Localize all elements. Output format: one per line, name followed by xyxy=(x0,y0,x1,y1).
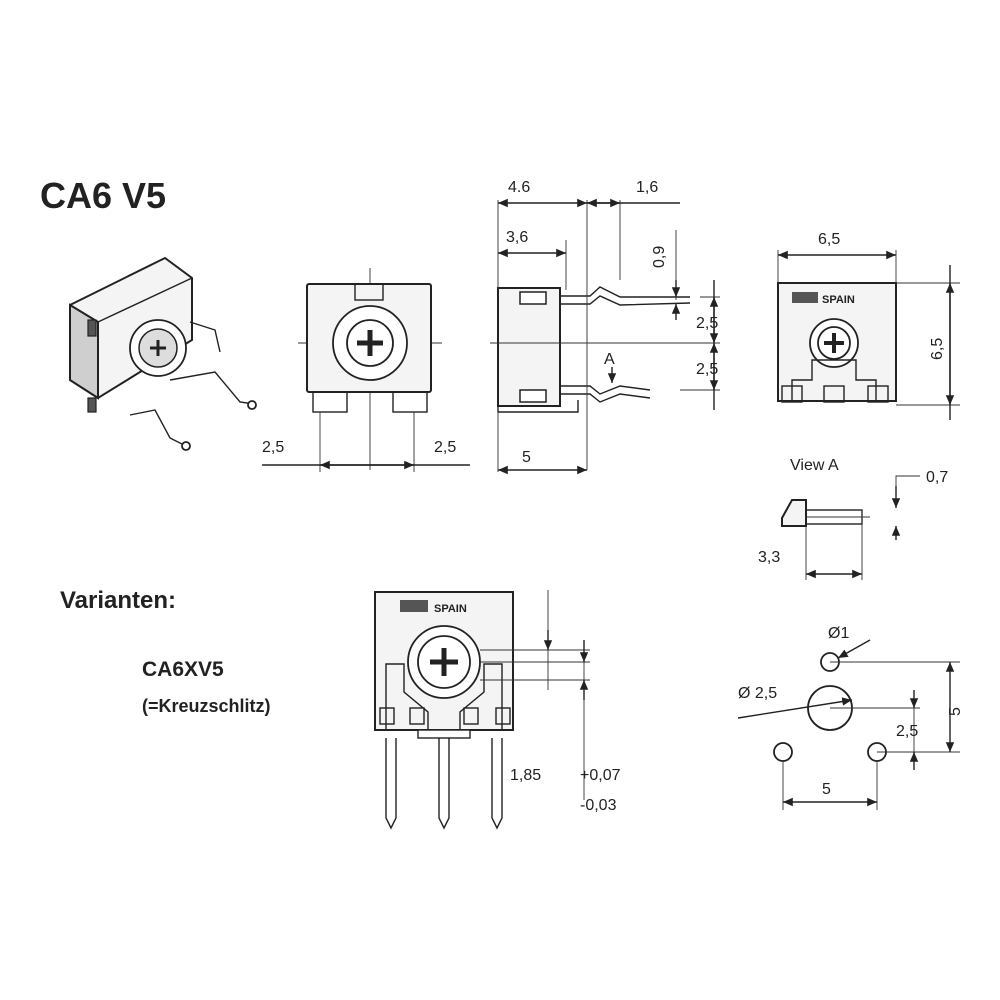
dim-1-85: 1,85 xyxy=(510,767,541,784)
dim-footprint-5-horizontal: 5 xyxy=(822,781,831,798)
dim-footprint-2-5: 2,5 xyxy=(896,723,918,740)
variant-logo-text: SPAIN xyxy=(434,603,467,615)
side-view: 4.6 1,6 3,6 0,9 2,5 2,5 A 5 xyxy=(490,179,720,475)
dim-5-side: 5 xyxy=(522,449,531,466)
view-a-label: View A xyxy=(790,457,839,474)
dim-dia-2-5: Ø 2,5 xyxy=(738,685,777,702)
dim-front-right: 2,5 xyxy=(434,439,456,456)
dim-4-6: 4.6 xyxy=(508,179,530,196)
terminal-slot-left xyxy=(87,319,97,337)
title: CA6 V5 xyxy=(40,175,166,216)
dim-0-7: 0,7 xyxy=(926,469,948,486)
dim-footprint-5-vertical: 5 xyxy=(947,707,964,716)
dim-1-6: 1,6 xyxy=(636,179,658,196)
variant-model: CA6XV5 xyxy=(142,658,224,681)
dim-front-left: 2,5 xyxy=(262,439,284,456)
pin-hole-left xyxy=(773,742,793,762)
dim-2-5-b: 2,5 xyxy=(696,361,718,378)
front-view: 2,5 2,5 xyxy=(262,268,470,472)
cross-slot-icon xyxy=(150,340,166,356)
dim-2-5-a: 2,5 xyxy=(696,315,718,332)
isometric-view xyxy=(69,256,257,451)
view-a-detail: View A 0,7 3,3 xyxy=(758,457,948,580)
dim-3-3: 3,3 xyxy=(758,549,780,566)
rear-logo-text: SPAIN xyxy=(822,294,855,306)
dim-0-9: 0,9 xyxy=(651,246,668,268)
tol-minus: -0,03 xyxy=(580,797,617,814)
terminal-slot-bottom xyxy=(87,397,97,413)
variant-drawing: SPAIN 1,85 +0,07 -0,03 xyxy=(374,590,621,830)
dim-3-6: 3,6 xyxy=(506,229,528,246)
pcb-footprint: Ø1 Ø 2,5 5 2,5 5 xyxy=(737,625,964,810)
tol-plus: +0,07 xyxy=(580,767,621,784)
rear-view: SPAIN 6,5 6,5 xyxy=(777,231,960,420)
dim-rear-height: 6,5 xyxy=(929,338,946,360)
dim-rear-width: 6,5 xyxy=(818,231,840,248)
dim-dia-1: Ø1 xyxy=(828,625,849,642)
variants-heading: Varianten: xyxy=(60,587,176,614)
variant-note: (=Kreuzschlitz) xyxy=(142,696,271,716)
view-marker-a: A xyxy=(604,351,615,368)
